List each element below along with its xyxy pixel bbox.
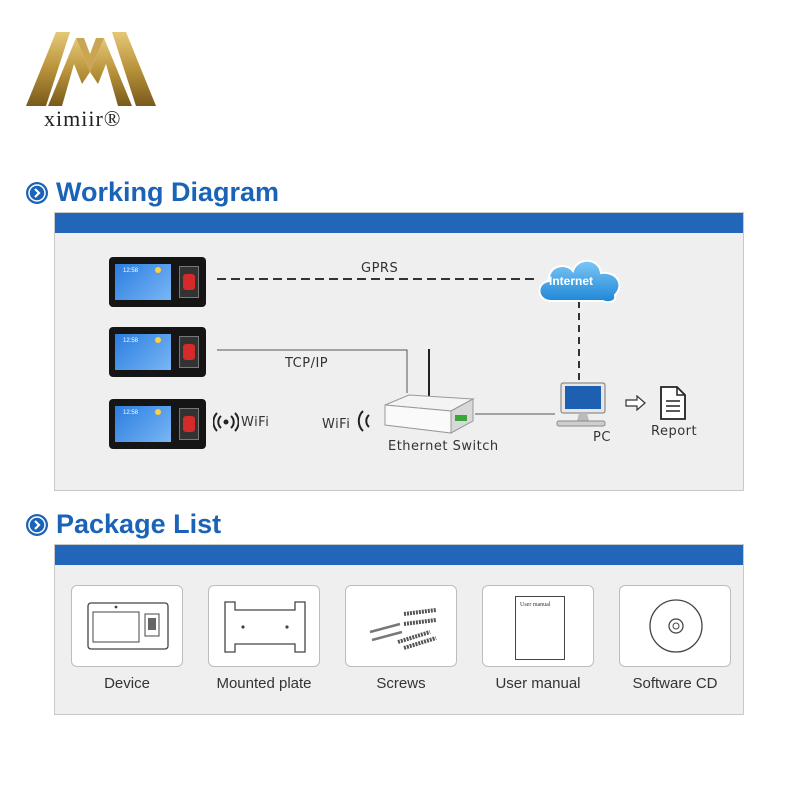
- manual-booklet: User manual: [515, 596, 565, 660]
- chevron-circle-icon: [26, 513, 48, 536]
- package-item-mounted-plate: [208, 585, 320, 667]
- package-item-device: [71, 585, 183, 667]
- arrow-right-icon: [625, 395, 646, 411]
- package-item-label: User manual: [495, 675, 581, 692]
- package-list-panel: Device Mounted plate Screws User manual …: [54, 544, 744, 715]
- fingerprint-sensor: [179, 336, 199, 368]
- package-item-label: Device: [104, 675, 150, 692]
- working-diagram-title-text: Working Diagram: [56, 177, 280, 207]
- tcpip-label: TCP/IP: [285, 356, 329, 371]
- panel-header-bar: [55, 213, 743, 233]
- package-item-screws: [345, 585, 457, 667]
- document-icon: [660, 386, 686, 420]
- device-time: 12:58: [123, 410, 139, 416]
- working-diagram-panel: 12:58 12:58 12:58 WiFi GP: [54, 212, 744, 491]
- switch-label: Ethernet Switch: [388, 439, 499, 454]
- pc-icon: [556, 382, 606, 427]
- wifi-signal-icon: [213, 412, 239, 432]
- gprs-label: GPRS: [361, 261, 399, 276]
- device-terminal: 12:58: [109, 399, 206, 449]
- internet-label: Internet: [549, 274, 594, 288]
- sun-icon: [155, 337, 161, 343]
- device-time: 12:58: [123, 268, 139, 274]
- package-list-title-text: Package List: [56, 509, 222, 539]
- ethernet-switch-icon: [384, 349, 475, 434]
- device-terminal: 12:58: [109, 327, 206, 377]
- device-screen: 12:58: [115, 334, 171, 370]
- package-item-software-cd: [619, 585, 731, 667]
- fingerprint-sensor: [179, 266, 199, 298]
- manual-cover-text: User manual: [520, 602, 551, 608]
- pc-label: PC: [593, 430, 611, 445]
- device-time: 12:58: [123, 338, 139, 344]
- panel-header-bar: [55, 545, 743, 565]
- screws-icon: [369, 608, 437, 650]
- wifi-device-label: WiFi: [241, 415, 270, 430]
- report-label: Report: [651, 424, 698, 439]
- working-diagram-title: Working Diagram: [26, 177, 279, 208]
- package-item-label: Software CD: [632, 675, 718, 692]
- mounting-plate-icon: [224, 601, 306, 653]
- internet-cloud-icon: [538, 259, 621, 304]
- package-item-user-manual: User manual: [482, 585, 594, 667]
- package-list-title: Package List: [26, 509, 221, 540]
- package-item-label: Screws: [376, 675, 426, 692]
- device-screen: 12:58: [115, 406, 171, 442]
- wifi-waves-icon: [357, 410, 370, 432]
- fingerprint-sensor: [179, 408, 199, 440]
- wifi-switch-label: WiFi: [322, 417, 351, 432]
- device-screen: 12:58: [115, 264, 171, 300]
- package-item-label: Mounted plate: [216, 675, 312, 692]
- cd-icon: [649, 599, 703, 653]
- sun-icon: [155, 409, 161, 415]
- connection-lines: [217, 278, 580, 415]
- chevron-circle-icon: [26, 181, 48, 204]
- device-outline-icon: [87, 602, 169, 650]
- brand-name: ximiir®: [44, 106, 122, 131]
- sun-icon: [155, 267, 161, 273]
- brand-logo-mark: [26, 32, 156, 106]
- device-terminal: 12:58: [109, 257, 206, 307]
